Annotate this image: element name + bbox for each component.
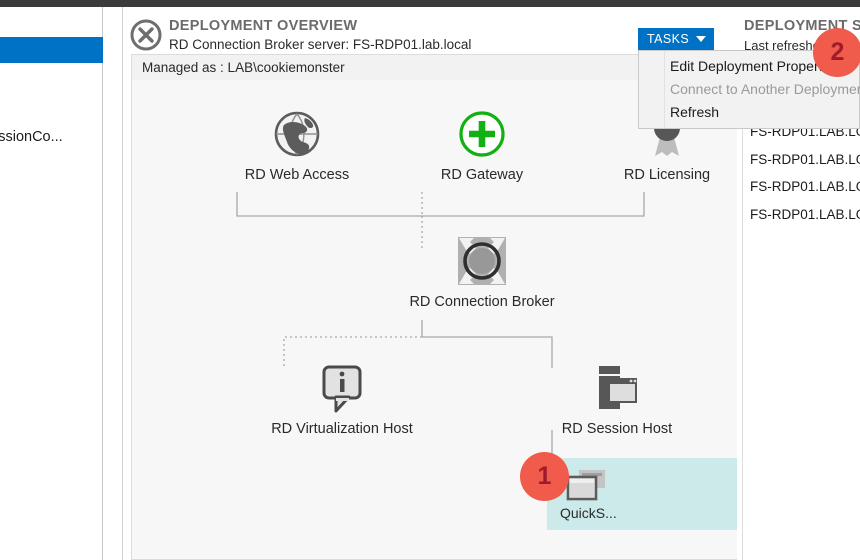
- diagram-collection-quicksessioncollection[interactable]: QuickS...: [547, 458, 738, 530]
- sidebar-item-collections[interactable]: tions: [0, 98, 103, 124]
- sidebar-item-overview[interactable]: iew: [0, 37, 103, 63]
- managed-as-text: Managed as : LAB\cookiemonster: [142, 60, 345, 75]
- connection-broker-icon: [372, 235, 592, 287]
- table-row[interactable]: FS-RDP01.LAB.LOCAL: [750, 179, 860, 194]
- session-collection-icon: [565, 468, 609, 502]
- tasks-button[interactable]: TASKS: [638, 28, 714, 50]
- sidebar-item-servers[interactable]: rs: [0, 69, 103, 95]
- annotation-badge-text: 1: [538, 462, 552, 491]
- page-subtitle: RD Connection Broker server: FS-RDP01.la…: [169, 37, 471, 52]
- server-window-icon: [507, 362, 727, 414]
- diagram-node-rd-virtualization-host[interactable]: RD Virtualization Host: [232, 362, 452, 437]
- diagram-node-rd-session-host[interactable]: RD Session Host: [507, 362, 727, 437]
- tasks-button-label: TASKS: [647, 32, 689, 46]
- diagram-node-label: RD Virtualization Host: [232, 421, 452, 437]
- annotation-badge-2: 2: [813, 28, 860, 77]
- menu-item-connect-to-another-deployment: Connect to Another Deployment: [639, 78, 859, 101]
- left-navigation: iew rs tions ckSessionCo...: [0, 7, 103, 560]
- page-title: DEPLOYMENT OVERVIEW: [169, 18, 357, 34]
- diagram-node-rd-connection-broker[interactable]: RD Connection Broker: [372, 235, 592, 310]
- remote-desktop-icon: [130, 19, 162, 51]
- window-top-strip: [0, 0, 860, 7]
- deployment-diagram: RD Web Access RD Gateway: [131, 80, 738, 560]
- info-bubble-icon: [232, 362, 452, 414]
- table-row[interactable]: FS-RDP01.LAB.LOCAL: [750, 152, 860, 167]
- table-row[interactable]: FS-RDP01.LAB.LOCAL: [750, 207, 860, 222]
- sidebar-item-quicksessioncollection[interactable]: ckSessionCo...: [0, 124, 103, 150]
- menu-item-refresh[interactable]: Refresh: [639, 101, 859, 124]
- sidebar-item-label: ckSessionCo...: [0, 129, 63, 145]
- diagram-node-label: RD Connection Broker: [372, 294, 592, 310]
- annotation-badge-1: 1: [520, 452, 569, 501]
- chevron-down-icon: [696, 36, 706, 42]
- menu-icon-rail: [639, 51, 665, 128]
- collection-label: QuickS...: [560, 505, 617, 521]
- diagram-node-label: RD Licensing: [557, 167, 738, 183]
- annotation-badge-text: 2: [831, 38, 845, 67]
- diagram-node-label: RD Session Host: [507, 421, 727, 437]
